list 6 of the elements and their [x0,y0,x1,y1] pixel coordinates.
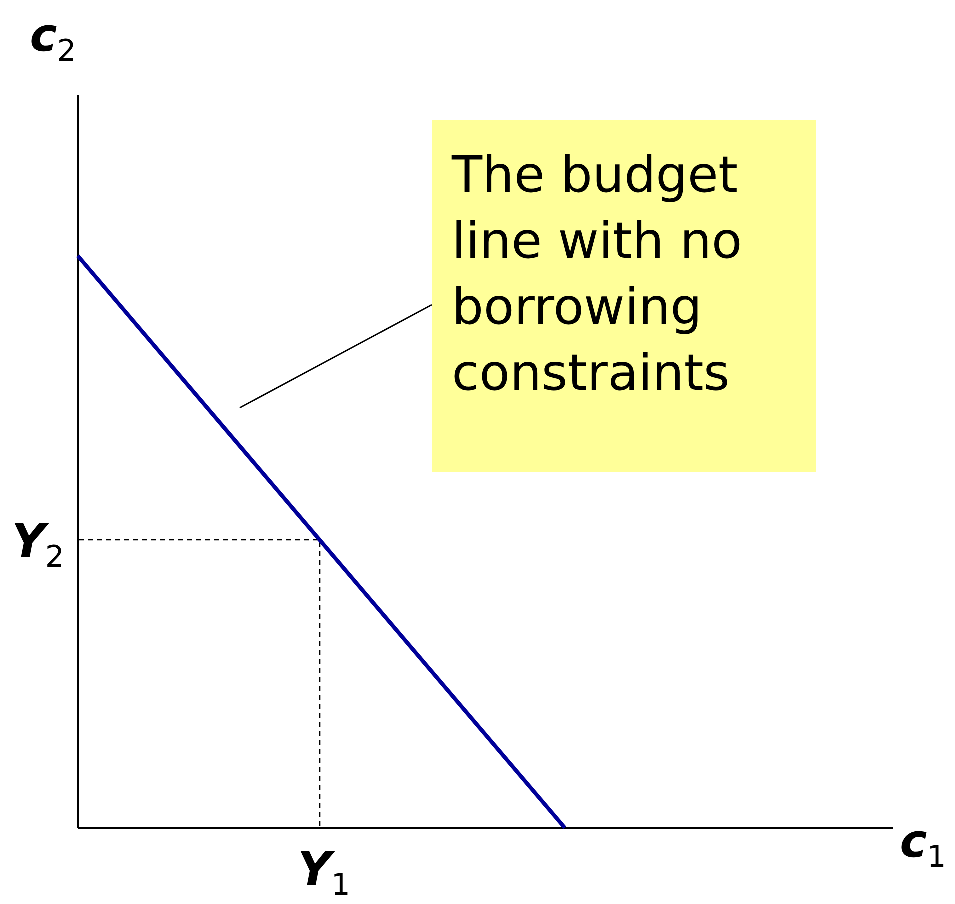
axis-value-label: Y$_{1}$ [298,846,350,902]
axis-label: c$_{1}$ [900,818,946,874]
callout-box: The budget line with no borrowing constraints [432,120,816,472]
axis-value-label: Y$_{2}$ [12,518,64,574]
axis-label: c$_{2}$ [30,12,76,68]
leader-line [240,304,432,409]
